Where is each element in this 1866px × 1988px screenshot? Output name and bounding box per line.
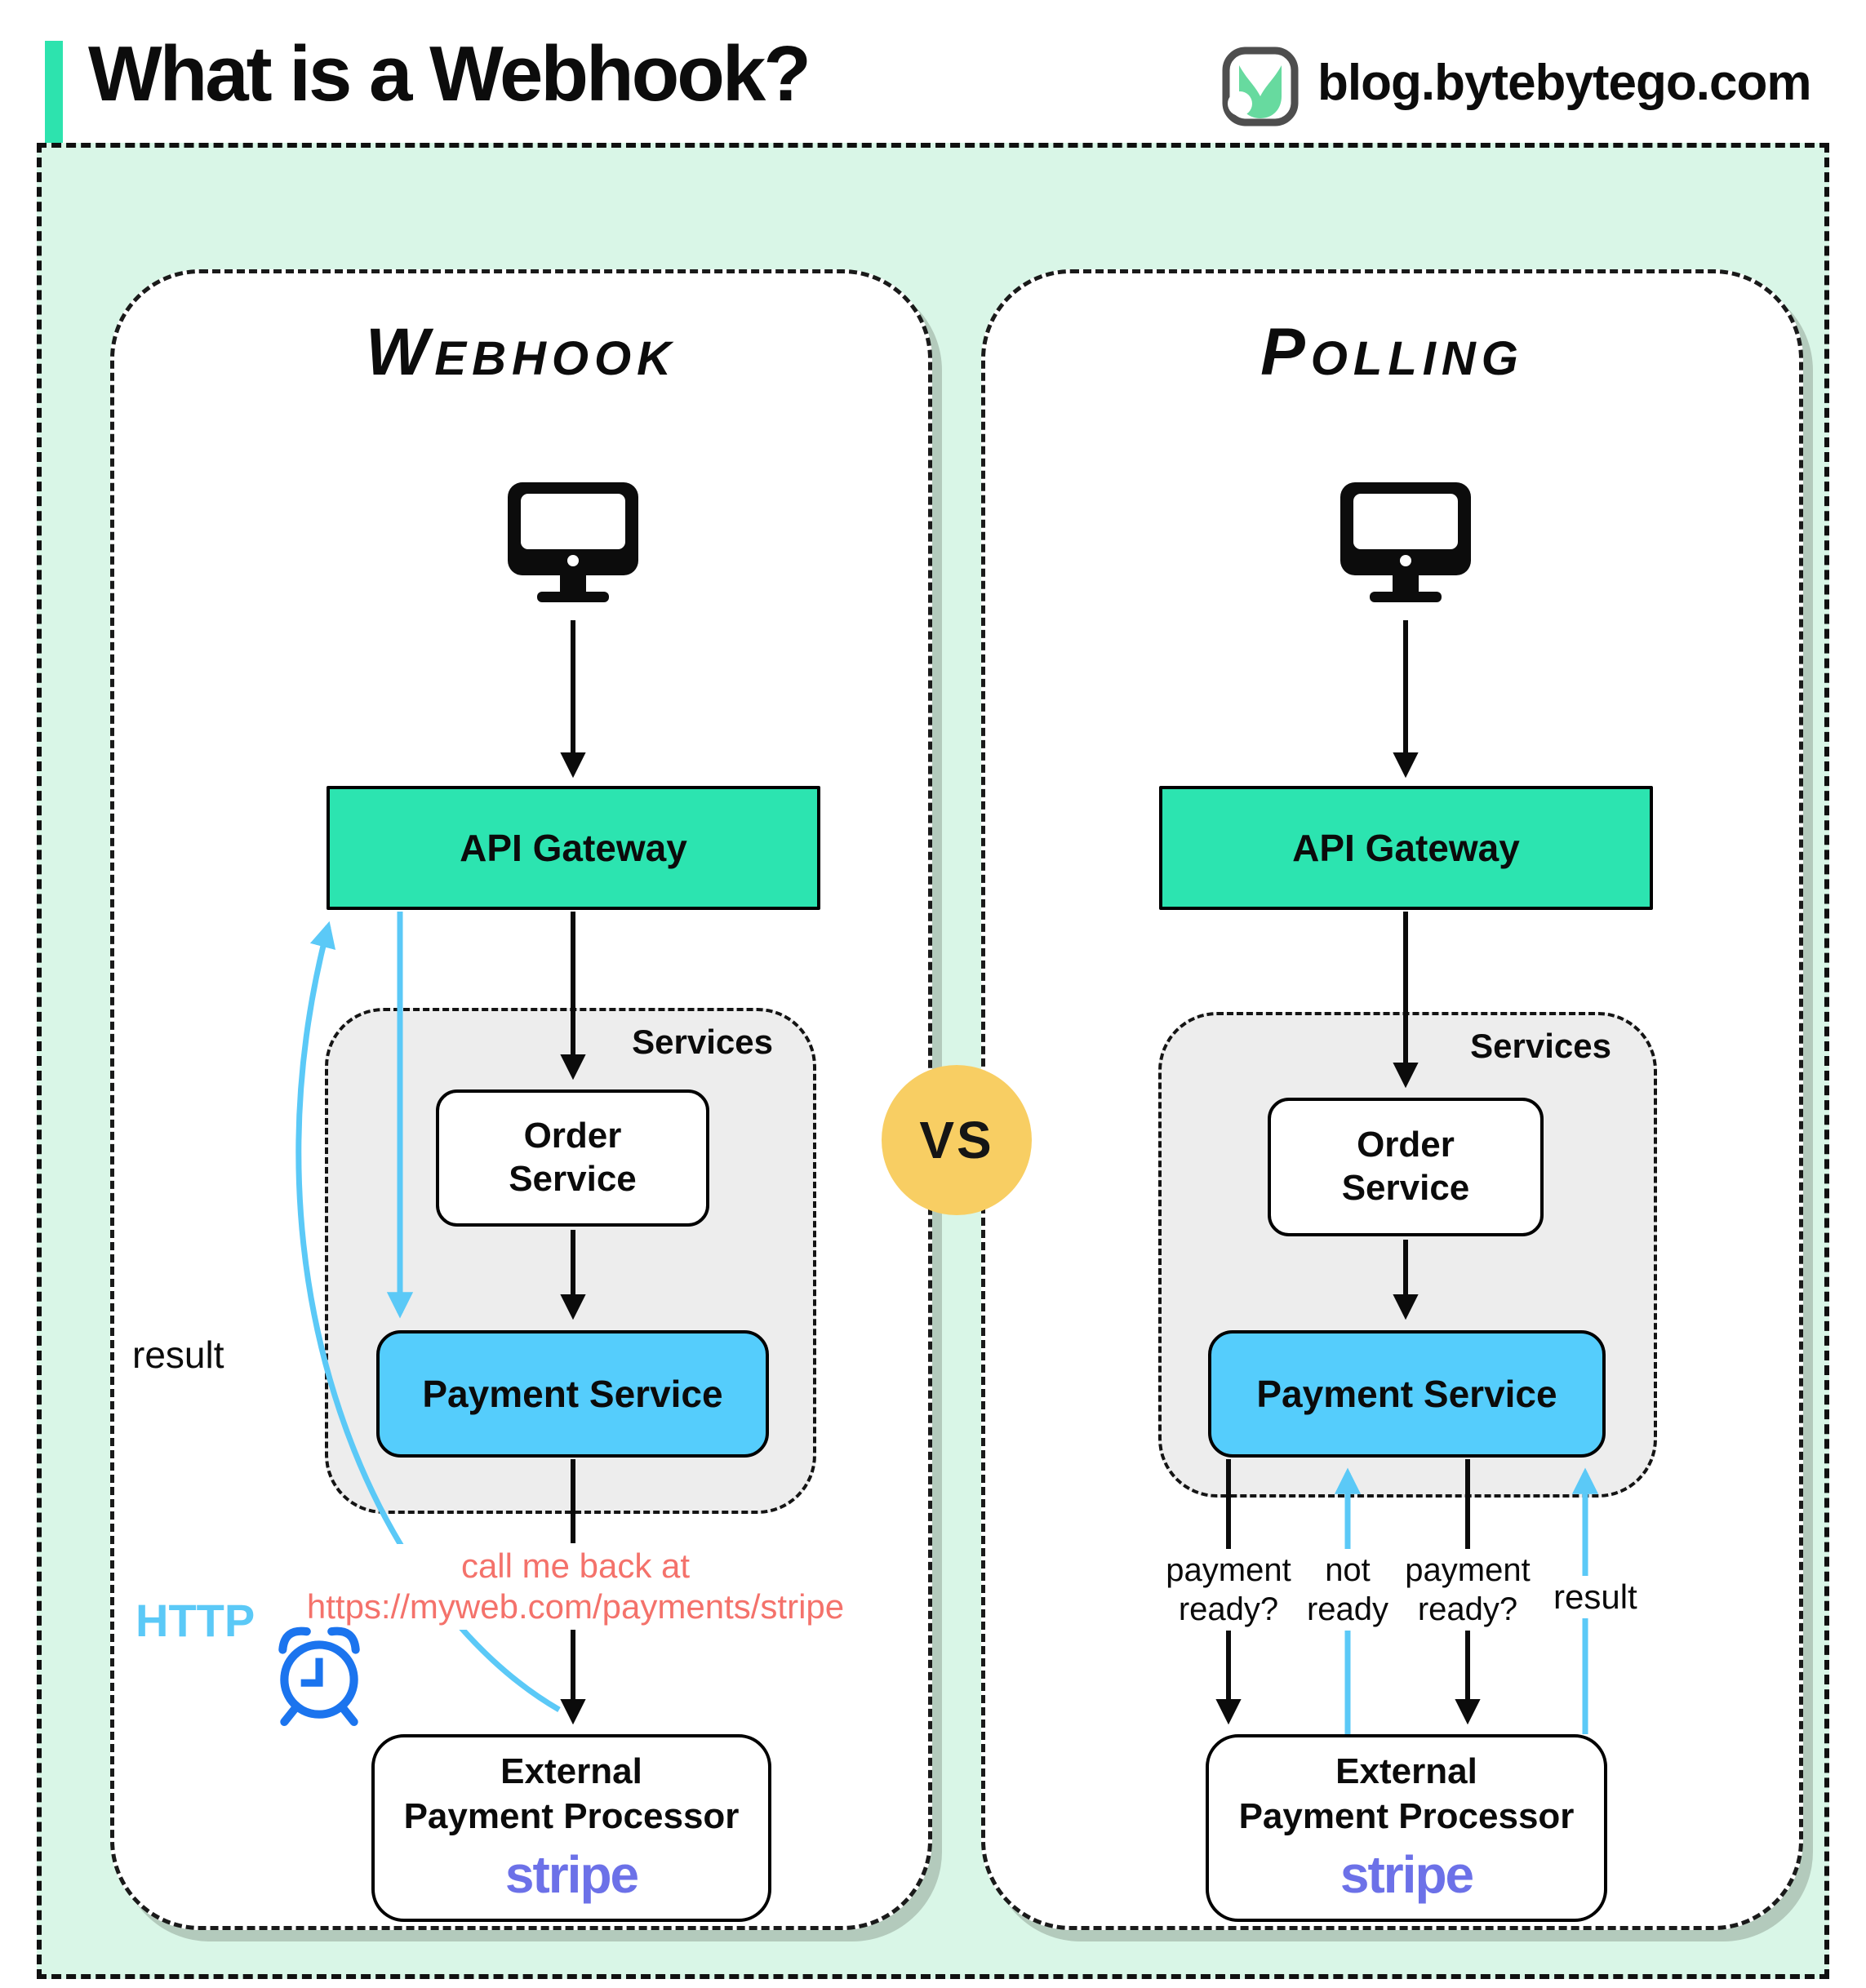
api-gateway-label: API Gateway	[460, 827, 687, 869]
external-processor-line1: External	[500, 1751, 642, 1791]
external-payment-processor-box: External Payment Processor stripe	[371, 1734, 771, 1922]
poll-request-2-line1: payment	[1405, 1552, 1531, 1588]
services-label: Services	[1470, 1027, 1611, 1065]
webhook-panel: Webhook API Gateway Services Order Servi…	[110, 269, 932, 1930]
payment-service-box: Payment Service	[376, 1330, 769, 1458]
polling-panel-title: Polling	[1260, 315, 1524, 389]
order-service-label-line2: Service	[1341, 1168, 1470, 1208]
alarm-clock-icon	[278, 1626, 360, 1726]
order-service-label-line1: Order	[523, 1116, 622, 1156]
callback-note: call me back at https://myweb.com/paymen…	[298, 1544, 853, 1630]
poll-request-1-line1: payment	[1166, 1552, 1291, 1588]
external-payment-processor-box: External Payment Processor stripe	[1206, 1734, 1607, 1922]
bytebytego-logo-icon	[1222, 47, 1299, 126]
api-gateway-label: API Gateway	[1292, 827, 1520, 869]
order-service-box: Order Service	[1268, 1098, 1544, 1236]
poll-request-1-line2: ready?	[1178, 1591, 1279, 1627]
services-label: Services	[632, 1023, 773, 1061]
poll-result-label: result	[1547, 1576, 1644, 1618]
payment-service-label: Payment Service	[422, 1373, 723, 1415]
desktop-computer-icon	[1340, 482, 1471, 602]
payment-service-box: Payment Service	[1208, 1330, 1606, 1458]
order-service-label-line1: Order	[1357, 1125, 1455, 1165]
http-label: HTTP	[136, 1595, 255, 1646]
api-gateway-box: API Gateway	[327, 786, 820, 910]
desktop-computer-icon	[508, 482, 638, 602]
site-url: blog.bytebytego.com	[1317, 55, 1811, 111]
poll-request-2-label: payment ready?	[1398, 1549, 1537, 1631]
stripe-logo: stripe	[504, 1845, 639, 1904]
payment-service-label: Payment Service	[1256, 1373, 1557, 1415]
callback-note-line1: call me back at	[460, 1546, 691, 1585]
poll-request-2-line2: ready?	[1417, 1591, 1518, 1627]
external-processor-line2: Payment Processor	[1238, 1796, 1575, 1836]
poll-response-1-line1: not	[1325, 1552, 1371, 1588]
page-title: What is a Webhook?	[88, 30, 811, 118]
vs-label: VS	[919, 1111, 994, 1169]
callback-url: https://myweb.com/payments/stripe	[306, 1587, 845, 1626]
poll-response-1-line2: ready	[1306, 1591, 1389, 1627]
vs-badge: VS	[882, 1065, 1032, 1215]
poll-request-1-label: payment ready?	[1159, 1549, 1298, 1631]
stripe-logo: stripe	[1340, 1845, 1474, 1904]
polling-panel: Polling API Gateway Services Order Servi…	[981, 269, 1803, 1930]
api-gateway-box: API Gateway	[1159, 786, 1653, 910]
order-service-label-line2: Service	[509, 1159, 637, 1199]
external-processor-line1: External	[1335, 1751, 1477, 1791]
order-service-box: Order Service	[436, 1089, 709, 1227]
webhook-panel-title: Webhook	[366, 315, 677, 389]
external-processor-line2: Payment Processor	[403, 1796, 740, 1836]
poll-response-1-label: not ready	[1300, 1549, 1396, 1631]
title-accent-bar	[45, 41, 63, 149]
result-label: result	[132, 1333, 224, 1376]
